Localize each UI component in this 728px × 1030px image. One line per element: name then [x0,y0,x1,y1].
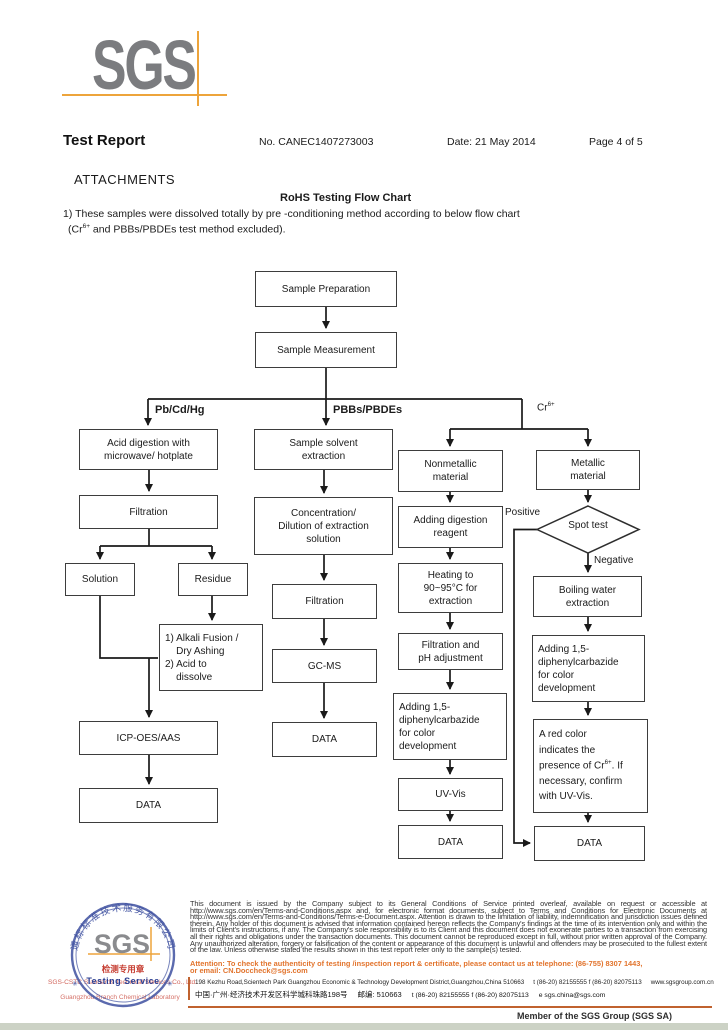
node-spot-test: Spot test [568,520,608,531]
node-solvent-extraction: Sample solvent extraction [254,429,393,470]
node-sample-preparation: Sample Preparation [255,271,397,307]
stamp-red-label: 检测专用章 [102,964,145,974]
logo-horizontal-line [62,94,227,96]
node-acid-digestion: Acid digestion with microwave/ hotplate [79,429,218,470]
page-indicator: Page 4 of 5 [589,136,643,148]
node-uv-vis: UV-Vis [398,778,503,811]
node-carbazide-nonmetallic: Adding 1,5- diphenylcarbazide for color … [393,693,507,760]
branch-label-cr6: Cr6+ [537,401,555,414]
address-english: 198 Kezhu Road,Scientech Park Guangzhou … [195,979,525,986]
node-red-color-result: A red color indicates the presence of Cr… [533,719,648,813]
sgs-logo: SGS [92,26,197,104]
node-metallic-material: Metallic material [536,450,640,490]
logo-vertical-line [197,31,199,106]
note-line-2: (Cr6+ and PBBs/PBDEs test method exclude… [68,223,286,236]
stamp-outer-circle [70,902,176,1008]
page-bottom-band [0,1023,728,1030]
node-nonmetallic-material: Nonmetallic material [398,450,503,492]
node-icp-oes-aas: ICP-OES/AAS [79,721,218,755]
decision-label-positive: Positive [505,507,541,518]
node-alkali-fusion: 1) Alkali Fusion / Dry Ashing 2) Acid to… [159,624,263,691]
node-gc-ms: GC-MS [272,649,377,683]
stamp-inner-circle [75,907,171,1003]
node-solution: Solution [65,563,135,596]
decision-label-negative: Negative [594,555,634,566]
contact-english: t (86-20) 82155555 f (86-20) 82075113 [533,979,642,986]
footer-rule [188,1006,712,1008]
stamp-company-line-2: Guangzhou Branch Chemical Laboratory [60,994,180,1001]
email: e sgs.china@sgs.com [538,992,606,999]
branch-label-pbbs-pbdes: PBBs/PBDEs [333,404,403,416]
stamp-service-text: Testing Service [86,976,159,986]
flow-chart-title: RoHS Testing Flow Chart [280,192,412,204]
node-data-metallic: DATA [534,826,645,861]
node-data-gcms: DATA [272,722,377,757]
node-filtration-2: Filtration [272,584,377,619]
report-date: Date: 21 May 2014 [447,136,536,148]
node-concentration-dilution: Concentration/ Dilution of extraction so… [254,497,393,555]
node-adding-digestion-reagent: Adding digestion reagent [398,506,503,548]
attention-line-2: or email: CN.Doccheck@sgs.com [190,965,308,975]
attachments-heading: ATTACHMENTS [74,172,176,187]
address-block: 198 Kezhu Road,Scientech Park Guangzhou … [188,977,714,1000]
node-data-uvvis: DATA [398,825,503,859]
branch-label-pb-cd-hg: Pb/Cd/Hg [155,404,205,416]
stamp-star-right: ✳ [167,980,173,988]
contact-chinese: t (86-20) 82155555 f (86-20) 82075113 [411,992,529,999]
report-number: No. CANEC1407273003 [259,136,374,148]
member-line: Member of the SGS Group (SGS SA) [516,1011,672,1021]
attention-notice: Attention: To check the authenticity of … [190,959,710,975]
node-data-icp: DATA [79,788,218,823]
node-boiling-water-extraction: Boiling water extraction [533,576,642,617]
stamp-star-left: ✳ [72,980,78,988]
report-title: Test Report [63,132,146,149]
node-filtration-ph: Filtration and pH adjustment [398,633,503,670]
note-line-1: 1) These samples were dissolved totally … [63,208,520,220]
address-chinese: 中国·广州·经济技术开发区科学城科珠路198号 [195,990,348,999]
node-heating-extraction: Heating to 90~95°C for extraction [398,563,503,613]
node-carbazide-metallic: Adding 1,5- diphenylcarbazide for color … [532,635,645,702]
testing-service-stamp: 通标标准技术服务有限公司 SGS 检测专用章 Testing Service ✳… [69,902,176,1008]
postcode-chinese: 邮编: 510663 [357,990,402,999]
node-sample-measurement: Sample Measurement [255,332,397,368]
node-filtration-1: Filtration [79,495,218,529]
node-residue: Residue [178,563,248,596]
attention-line-1: Attention: To check the authenticity of … [190,959,643,968]
legal-disclaimer: This document is issued by the Company s… [190,899,707,955]
website: www.sgsgroup.com.cn [650,979,714,986]
stamp-company-line-1: SGS-CSTC Standards Technical Services Co… [47,979,198,986]
